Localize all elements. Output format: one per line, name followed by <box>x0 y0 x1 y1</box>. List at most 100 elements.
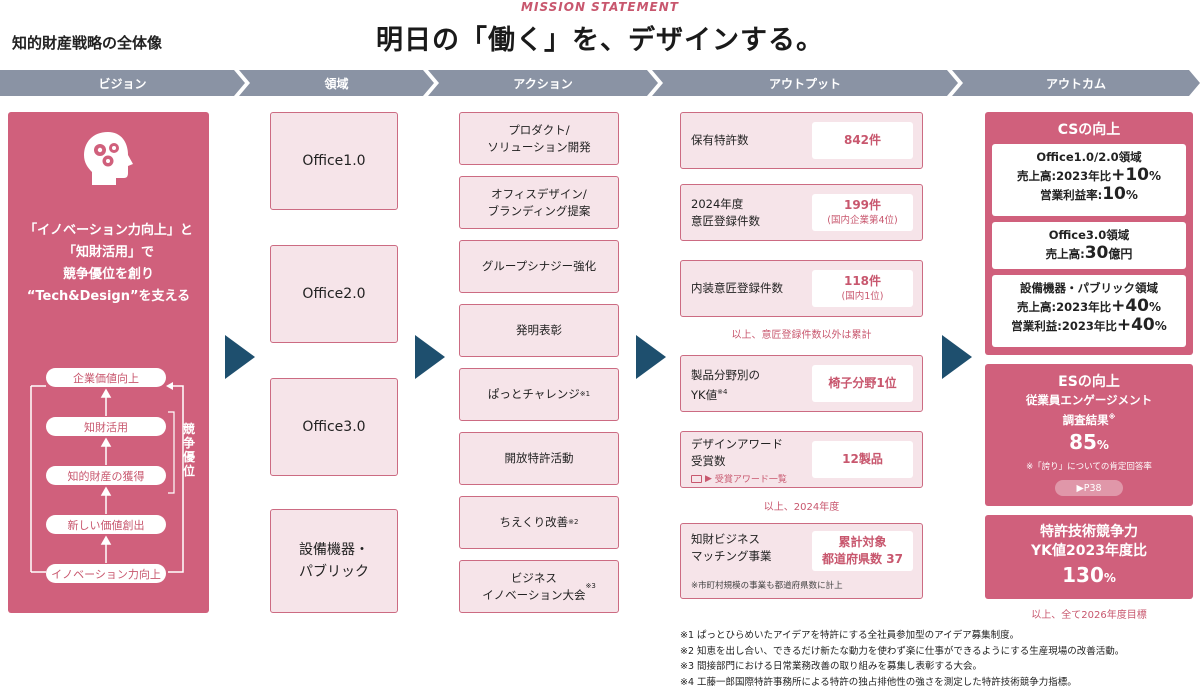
output-value-sub: (国内企業第4位) <box>827 215 898 226</box>
action-label: ちえくり改善 <box>499 515 569 529</box>
outcome-unit: % <box>1148 169 1162 183</box>
outcome-text: 売上高:2023年比 <box>1016 169 1112 183</box>
output-value-text: 12製品 <box>842 452 883 466</box>
output-card-award: デザインアワード 受賞数 ▶ 受賞アワード一覧 12製品 <box>680 431 923 488</box>
output-card-design: 2024年度 意匠登録件数 199件 (国内企業第4位) <box>680 184 923 241</box>
action-box: プロダクト/ ソリューション開発 <box>459 112 619 165</box>
outcome-unit: % <box>1148 300 1162 314</box>
action-box: 開放特許活動 <box>459 432 619 485</box>
action-box: ちえくり改善※2 <box>459 496 619 549</box>
flow-arrow-icon <box>942 335 972 379</box>
es-note: ※「誇り」についての肯定回答率 <box>1026 462 1152 472</box>
footnote: ※2 知恵を出し合い、できるだけ新たな動力を使わず楽に仕事ができるようにする生産… <box>680 645 1125 657</box>
footnote: ※3 間接部門における日常業務改善の取り組みを募集し表彰する大会。 <box>680 661 983 672</box>
head-gears-icon <box>84 132 133 185</box>
outcome-card-head: 設備機器・パブリック領域 <box>1020 281 1158 295</box>
footnotes: ※1 ぱっとひらめいたアイデアを特許にする全社員参加型のアイデア募集制度。 ※2… <box>680 628 1124 687</box>
es-description: 従業員エンゲージメント 調査結果※ <box>985 392 1193 429</box>
output-note: 以上、2024年度 <box>763 502 840 513</box>
output-label: 製品分野別の YK値※4 <box>691 367 760 404</box>
output-value: 842件 <box>812 122 913 159</box>
output-value-text: 都道府県数 37 <box>822 552 903 566</box>
ladder-item: イノベーション力向上 <box>46 564 166 583</box>
vision-line: 「イノベーション力向上」と <box>24 223 193 238</box>
outcome-unit: 億円 <box>1108 247 1133 261</box>
vision-line: 「知財活用」で <box>62 245 154 260</box>
domain-box: Office2.0 <box>270 245 398 343</box>
patent-value: 130% <box>985 563 1193 587</box>
es-value: 85% <box>985 430 1193 454</box>
header-outcome: アウトカム <box>952 70 1200 96</box>
outcome-card-line: 売上高:2023年比+10% <box>992 166 1186 185</box>
mission-statement-text: 明日の「働く」を、デザインする。 <box>376 25 824 56</box>
outcome-es-panel: ESの向上 従業員エンゲージメント 調査結果※ 85% ※「誇り」についての肯定… <box>985 364 1193 506</box>
vision-line: 競争優位を創り <box>62 267 154 282</box>
ladder-item: 知的財産の獲得 <box>46 466 166 485</box>
action-box: 発明表彰 <box>459 304 619 357</box>
outcome-text: 売上高:2023年比 <box>1016 300 1112 314</box>
outcome-unit: % <box>1125 188 1138 202</box>
header-action: アクション <box>428 70 658 96</box>
output-card-matching: 知財ビジネス マッチング事業 累計対象 都道府県数 37 ※市町村規模の事業も都… <box>680 523 923 599</box>
competitive-advantage-label: 競争優位 <box>182 422 195 478</box>
laptop-icon <box>691 474 702 483</box>
output-note: 以上、意匠登録件数以外は累計 <box>731 330 872 341</box>
action-box: オフィスデザイン/ ブランディング提案 <box>459 176 619 229</box>
output-value: 118件 (国内1位) <box>812 270 913 307</box>
outcome-title: 特許技術競争力 <box>1040 524 1138 540</box>
output-value-sub: (国内1位) <box>841 291 884 302</box>
footnote-ref: ※4 <box>717 388 728 396</box>
output-footnote: ※市町村規模の事業も都道府県数に計上 <box>691 581 843 591</box>
outcome-note: 以上、全て2026年度目標 <box>1031 610 1147 621</box>
outcome-text: 営業利益率: <box>1040 188 1103 202</box>
output-label-text: 製品分野別の YK値 <box>691 368 760 402</box>
outcome-value: +40 <box>1116 315 1155 335</box>
outcome-value: 30 <box>1084 243 1109 263</box>
domain-box: Office1.0 <box>270 112 398 210</box>
output-label: 知財ビジネス マッチング事業 <box>691 532 772 563</box>
footnote-ref: ※2 <box>568 518 579 526</box>
action-label: ぱっとチャレンジ <box>487 387 580 401</box>
outcome-text: 営業利益:2023年比 <box>1011 319 1117 333</box>
output-card-yk: 製品分野別の YK値※4 椅子分野1位 <box>680 355 923 412</box>
outcome-cs-panel: CSの向上 Office1.0/2.0領域 売上高:2023年比+10% 営業利… <box>985 112 1193 355</box>
outcome-patent-panel: 特許技術競争力 YK値2023年度比 130% <box>985 515 1193 599</box>
ladder-arrows <box>30 382 184 573</box>
play-icon: ▶ <box>705 473 712 484</box>
outcome-card-line: 営業利益率:10% <box>992 185 1186 204</box>
outcome-card: Office3.0領域 売上高:30億円 <box>992 222 1186 269</box>
flow-arrow-icon <box>636 335 666 379</box>
flow-arrow-icon <box>225 335 255 379</box>
outcome-text: 売上高: <box>1045 247 1085 261</box>
award-list-link[interactable]: ▶ 受賞アワード一覧 <box>691 472 787 485</box>
output-value-text: 累計対象 <box>838 535 887 549</box>
page-link-p38[interactable]: ▶P38 <box>1055 480 1123 496</box>
es-line-text: 調査結果 <box>1062 412 1109 427</box>
outcome-card-head: Office1.0/2.0領域 <box>1036 150 1142 164</box>
outcome-subtitle: YK値2023年度比 <box>1031 543 1147 559</box>
outcome-unit: % <box>1154 319 1167 333</box>
output-label: 保有特許数 <box>691 133 749 147</box>
footnote-ref: ※3 <box>585 582 596 590</box>
action-box: グループシナジー強化 <box>459 240 619 293</box>
ladder-item: 知財活用 <box>46 417 166 436</box>
outcome-card-head: Office3.0領域 <box>1048 228 1130 242</box>
page-title: 知的財産戦略の全体像 <box>12 34 163 52</box>
es-line: 調査結果※ <box>985 409 1193 429</box>
output-value: 椅子分野1位 <box>812 365 913 402</box>
action-box: ぱっとチャレンジ※1 <box>459 368 619 421</box>
vision-statement: 「イノベーション力向上」と 「知財活用」で 競争優位を創り “Tech&Desi… <box>8 220 209 308</box>
header-output: アウトプット <box>652 70 958 96</box>
es-value-number: 85 <box>1069 430 1097 454</box>
output-card-internal-design: 内装意匠登録件数 118件 (国内1位) <box>680 260 923 317</box>
outcome-title: CSの向上 <box>1057 122 1121 138</box>
output-card-patents: 保有特許数 842件 <box>680 112 923 169</box>
outcome-card: 設備機器・パブリック領域 売上高:2023年比+40% 営業利益:2023年比+… <box>992 275 1186 347</box>
outcome-value: +40 <box>1111 296 1149 316</box>
output-value: 累計対象 都道府県数 37 <box>812 531 913 571</box>
patent-value-number: 130 <box>1062 563 1104 587</box>
outcome-title: ESの向上 <box>1058 374 1120 390</box>
header-domain: 領域 <box>239 70 434 96</box>
award-list-link-text: 受賞アワード一覧 <box>714 475 787 485</box>
output-label: 内装意匠登録件数 <box>691 281 783 295</box>
